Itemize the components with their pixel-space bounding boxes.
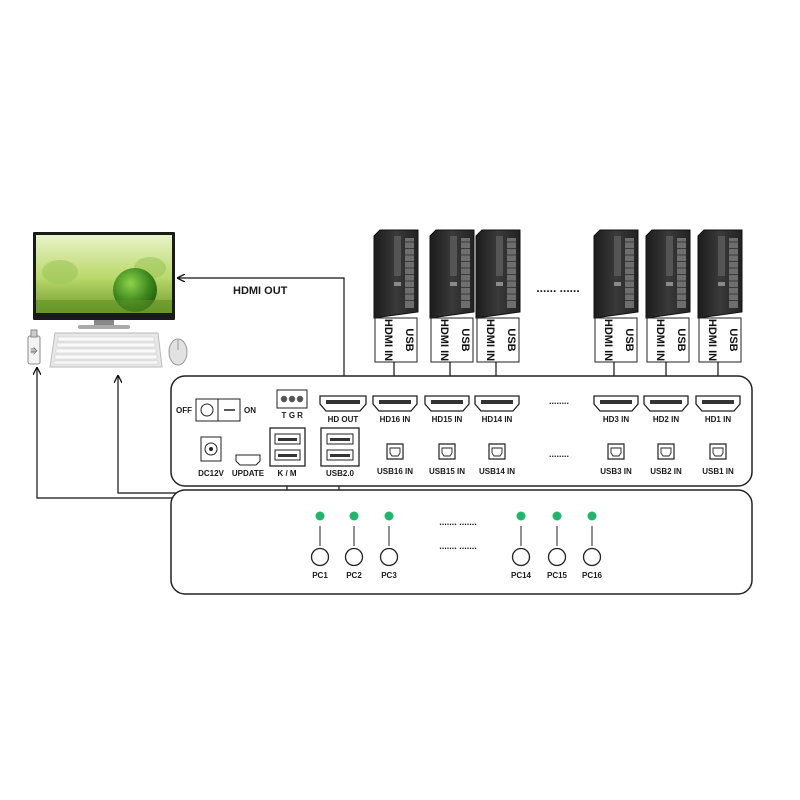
r-label: R: [297, 411, 303, 420]
usb-label: USB: [623, 328, 635, 351]
km-label: K / M: [277, 469, 296, 478]
pc-select-button[interactable]: [511, 547, 531, 567]
usb-ports-ellipsis: ........: [549, 449, 569, 459]
pc-button-label: PC15: [547, 571, 568, 580]
usb-label: USB: [403, 328, 415, 351]
pc-select-button[interactable]: [582, 547, 602, 567]
hd-in-port[interactable]: [643, 395, 689, 412]
pc-button-label: PC1: [312, 571, 328, 580]
usb-in-port[interactable]: [709, 443, 727, 460]
usb-in-port[interactable]: [386, 443, 404, 460]
computer-tower: HDMI IN USB: [697, 229, 743, 392]
svg-text:⭆: ⭆: [30, 347, 37, 356]
t-label: T: [282, 411, 287, 420]
hd-in-label: HD1 IN: [705, 415, 731, 424]
hd-in-label: HD15 IN: [432, 415, 463, 424]
status-led: [315, 511, 325, 521]
hd-in-port[interactable]: [424, 395, 470, 412]
hd-in-port[interactable]: [474, 395, 520, 412]
usb-label: USB: [675, 328, 687, 351]
pc-button-label: PC2: [346, 571, 362, 580]
usb-in-port[interactable]: [438, 443, 456, 460]
usb-in-port[interactable]: [607, 443, 625, 460]
computer-tower: HDMI IN USB: [475, 229, 521, 392]
pc-select-button[interactable]: [547, 547, 567, 567]
hd-in-port[interactable]: [593, 395, 639, 412]
hd-in-label: HD2 IN: [653, 415, 679, 424]
status-led: [516, 511, 526, 521]
pc-button-label: PC16: [582, 571, 603, 580]
usb2-label: USB2.0: [326, 469, 355, 478]
monitor: [33, 232, 175, 329]
hdmi-in-label: HDMI IN: [382, 319, 394, 361]
hd-out-label: HD OUT: [328, 415, 359, 424]
pc-select-button[interactable]: [344, 547, 364, 567]
usb-in-label: USB16 IN: [377, 467, 413, 476]
usb-label: USB: [727, 328, 739, 351]
hd-in-label: HD16 IN: [380, 415, 411, 424]
tgr-terminal: [276, 389, 308, 409]
usb-in-label: USB2 IN: [650, 467, 682, 476]
hdmi-in-label: HDMI IN: [706, 319, 718, 361]
off-label: OFF: [176, 406, 192, 415]
input-ports: HD16 IN USB16 IN HD15 IN USB15 IN HD14 IN USB…: [372, 395, 741, 476]
pc-select-button[interactable]: [379, 547, 399, 567]
pc-select-button[interactable]: [310, 547, 330, 567]
front-buttons: PC1 PC2 PC3 PC14 PC15 PC16: [310, 511, 603, 580]
update-port[interactable]: [235, 454, 261, 466]
hdmi-out-label: HDMI OUT: [233, 285, 288, 297]
usb-in-label: USB14 IN: [479, 467, 515, 476]
update-label: UPDATE: [232, 469, 265, 478]
hdmi-in-label: HDMI IN: [438, 319, 450, 361]
usb-in-label: USB15 IN: [429, 467, 465, 476]
usb-in-label: USB1 IN: [702, 467, 734, 476]
hdmi-in-label: HDMI IN: [484, 319, 496, 361]
hd-in-label: HD14 IN: [482, 415, 513, 424]
usb-dongle-icon: ⭆: [27, 329, 41, 365]
button-ellipsis: ....... .......: [439, 541, 477, 551]
hd-in-port[interactable]: [695, 395, 741, 412]
usb-label: USB: [505, 328, 517, 351]
usb-in-label: USB3 IN: [600, 467, 632, 476]
mouse-icon: [168, 338, 188, 366]
status-led: [384, 511, 394, 521]
usb-in-port[interactable]: [657, 443, 675, 460]
power-switch[interactable]: [195, 398, 241, 422]
computer-towers: HDMI IN USB HDMI IN USB HDMI IN USB HDMI IN USB…: [373, 229, 743, 392]
computer-tower: HDMI IN USB: [373, 229, 419, 392]
hd-out-port[interactable]: [319, 395, 367, 412]
status-led: [349, 511, 359, 521]
hd-ports-ellipsis: ........: [549, 396, 569, 406]
km-usb-ports[interactable]: [269, 427, 306, 467]
status-led: [552, 511, 562, 521]
led-ellipsis: ....... .......: [439, 517, 477, 527]
dc12v-label: DC12V: [198, 469, 224, 478]
status-led: [587, 511, 597, 521]
hdmi-in-label: HDMI IN: [654, 319, 666, 361]
hd-in-port[interactable]: [372, 395, 418, 412]
computer-tower: HDMI IN USB: [645, 229, 691, 392]
on-label: ON: [244, 406, 256, 415]
usb-label: USB: [459, 328, 471, 351]
g-label: G: [289, 411, 295, 420]
computers-ellipsis: ...... ......: [536, 281, 579, 295]
hdmi-in-label: HDMI IN: [602, 319, 614, 361]
pc-button-label: PC3: [381, 571, 397, 580]
usb2-ports[interactable]: [320, 427, 360, 467]
usb-in-port[interactable]: [488, 443, 506, 460]
computer-tower: HDMI IN USB: [593, 229, 639, 392]
pc-button-label: PC14: [511, 571, 532, 580]
hd-in-label: HD3 IN: [603, 415, 629, 424]
dc-jack: [200, 436, 222, 462]
keyboard: [49, 332, 163, 368]
computer-tower: HDMI IN USB: [429, 229, 475, 392]
